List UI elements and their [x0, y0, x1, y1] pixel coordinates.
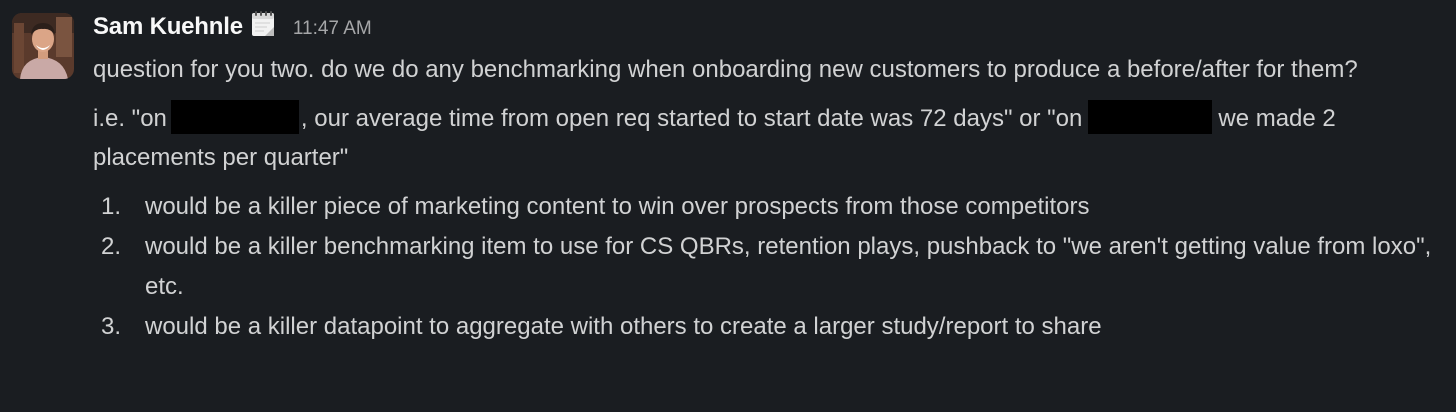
message-content: Sam Kuehnle — [93, 8, 1443, 347]
redaction-box — [1088, 100, 1213, 134]
timestamp[interactable]: 11:47 AM — [292, 18, 372, 39]
list-item-text: would be a killer piece of marketing con… — [145, 193, 1090, 220]
message-header: Sam Kuehnle — [93, 8, 1443, 50]
text-segment: , our average time from open req started… — [300, 105, 1083, 132]
list-item: 1. would be a killer piece of marketing … — [93, 187, 1443, 227]
list-item-text: would be a killer datapoint to aggregate… — [145, 313, 1102, 340]
message-paragraph: question for you two. do we do any bench… — [93, 56, 1358, 83]
list-item: 2. would be a killer benchmarking item t… — [93, 227, 1443, 307]
avatar[interactable] — [12, 13, 74, 79]
avatar-photo — [12, 13, 74, 79]
calendar-icon[interactable] — [251, 11, 275, 37]
text-segment: we made 2 placements per quarter" — [93, 105, 1336, 171]
list-item-text: would be a killer benchmarking item to u… — [145, 233, 1432, 300]
message-paragraph: i.e. "on , our average time from open req… — [93, 99, 1443, 177]
list-item: 3. would be a killer datapoint to aggreg… — [93, 307, 1443, 347]
list-number: 1. — [101, 193, 122, 220]
redaction-box — [170, 100, 299, 134]
sender-name[interactable]: Sam Kuehnle — [93, 13, 243, 40]
numbered-list: 1. would be a killer piece of marketing … — [93, 187, 1443, 347]
list-number: 3. — [101, 313, 122, 340]
list-number: 2. — [101, 233, 122, 260]
text-segment: i.e. "on — [93, 105, 167, 132]
